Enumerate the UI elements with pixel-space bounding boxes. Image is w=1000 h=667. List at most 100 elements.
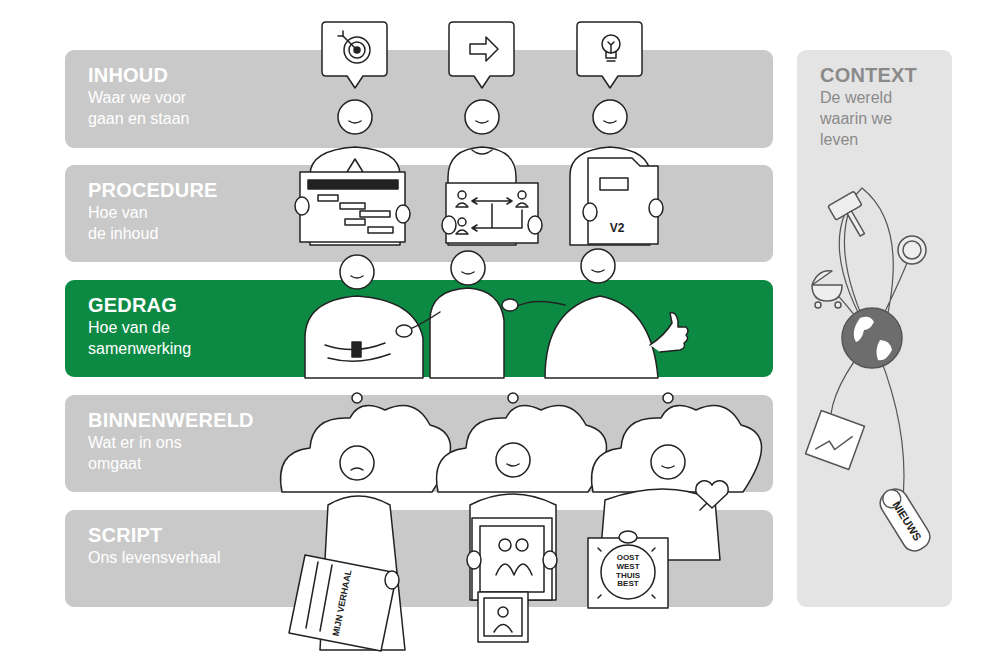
layer-description: Waar we voor gaan en staan — [88, 88, 223, 130]
team-figures — [351, 276, 363, 278]
layer-title: CONTEXT — [820, 63, 952, 87]
layer-description: Wat er in ons omgaat — [88, 433, 188, 475]
team-figures — [462, 272, 474, 274]
context-icons — [898, 236, 926, 264]
person-with-board — [360, 211, 390, 217]
person-with-photo — [516, 539, 528, 551]
context-icons — [854, 317, 892, 361]
person-with-folder — [570, 147, 663, 245]
person-with-chart — [518, 191, 526, 199]
thought-cloud — [437, 393, 607, 492]
head — [349, 121, 361, 123]
person-with-chart — [446, 183, 538, 243]
person-with-chart — [456, 203, 468, 207]
context-icons — [828, 191, 862, 220]
layer-title: BINNENWERELD — [88, 408, 773, 432]
context-icons — [806, 191, 935, 555]
person-with-chart — [472, 198, 512, 204]
person-with-chart — [456, 230, 468, 234]
person-with-chart — [458, 191, 466, 199]
person-with-folder — [583, 203, 597, 221]
layer-band: PROCEDUREHoe van de inhoud — [65, 165, 773, 262]
thought-cloud — [437, 405, 607, 492]
bulb-icon — [602, 35, 620, 61]
context-icons — [806, 411, 865, 470]
person-with-board — [340, 203, 365, 209]
team-figures — [581, 249, 615, 283]
speech-bubble — [322, 22, 387, 88]
team-figures — [305, 296, 423, 378]
person-with-chart — [516, 203, 528, 207]
head — [338, 100, 627, 134]
thought-cloud — [663, 393, 673, 403]
person-with-photo — [467, 551, 481, 569]
person-with-book — [385, 571, 399, 589]
person-with-plaque — [588, 538, 668, 608]
context-icons — [903, 241, 921, 259]
context-icons — [842, 308, 902, 368]
person-with-book — [306, 562, 332, 631]
thought-cloud — [592, 405, 762, 492]
speech-bubble — [449, 22, 514, 88]
thought-cloud — [592, 393, 762, 492]
team-figures — [352, 342, 361, 357]
bulb-icon — [608, 42, 614, 53]
person-with-plaque — [598, 548, 655, 598]
layer-title: INHOUD — [88, 63, 773, 87]
context-icons — [828, 191, 875, 242]
layer-title: GEDRAG — [88, 293, 773, 317]
person-with-chart — [442, 216, 456, 234]
person-with-chart — [472, 204, 522, 231]
thought-cloud — [508, 393, 518, 403]
thought-cloud — [281, 393, 762, 492]
person-with-plaque — [588, 481, 728, 608]
context-icons — [835, 302, 841, 308]
layer-title: SCRIPT — [88, 523, 773, 547]
context-icons — [875, 484, 934, 556]
team-figures — [305, 249, 688, 378]
person-with-photo — [480, 526, 544, 592]
person-with-chart — [442, 147, 542, 245]
layer-title: PROCEDURE — [88, 178, 773, 202]
speech-bubble — [577, 22, 642, 88]
context-icons — [812, 271, 842, 301]
person-with-plaque — [619, 531, 637, 543]
team-figures — [325, 343, 390, 361]
layer-band: INHOUDWaar we voor gaan en staan — [65, 50, 773, 148]
person-with-photo — [472, 518, 552, 600]
thought-cloud — [507, 464, 519, 466]
layer-description: De wereld waarin we leven — [820, 88, 930, 150]
layer-description: Hoe van de samenwerking — [88, 318, 228, 360]
plaque-text: OOST WEST THUIS BEST — [605, 554, 651, 589]
person-with-book — [289, 496, 405, 651]
layer-description: Ons levensverhaal — [88, 548, 288, 569]
team-figures — [592, 270, 604, 272]
target-icon — [338, 31, 370, 63]
person-with-folder — [649, 199, 663, 217]
team-figures — [451, 251, 485, 285]
thought-cloud — [651, 445, 685, 479]
arrow-icon — [470, 37, 498, 61]
target-icon — [343, 36, 357, 50]
person-with-board — [347, 159, 363, 172]
person-with-photo — [498, 607, 508, 617]
person-with-chart — [458, 218, 466, 226]
context-icons — [815, 302, 821, 308]
person-with-chart — [472, 150, 492, 154]
head — [604, 121, 616, 123]
layer-description: Hoe van de inhoud — [88, 203, 168, 245]
context-icons — [806, 411, 865, 470]
thought-cloud — [351, 468, 363, 470]
person-with-board — [295, 197, 309, 215]
head — [338, 100, 372, 134]
person-with-photo — [467, 494, 557, 642]
team-figures — [650, 313, 688, 352]
thought-cloud — [352, 393, 362, 403]
target-icon — [344, 37, 370, 63]
person-with-folder — [600, 178, 628, 190]
person-with-chart — [528, 216, 542, 234]
team-figures — [430, 288, 504, 378]
head — [476, 121, 488, 123]
thought-cloud — [496, 443, 530, 477]
